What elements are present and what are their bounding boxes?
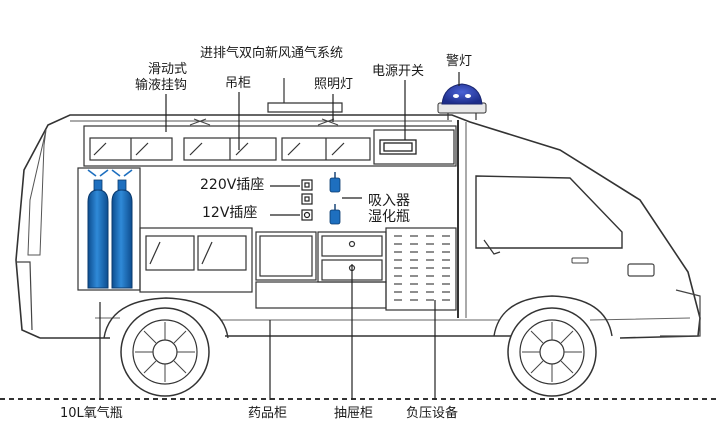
mirror [483,239,501,255]
label-humidifier: 湿化瓶 [368,209,410,225]
label-ventilation-system: 进排气双向新风通气系统 [200,46,344,61]
rear-bumper [16,261,33,331]
label-warning-light: 警灯 [446,54,473,69]
driver-window [475,175,623,249]
warning-light [437,83,487,120]
label-infusion-hook-line1: 滑动式 [148,62,188,77]
oxygen-tanks [87,169,133,289]
humidifier-bottles [329,172,341,225]
vehicle-body [15,114,701,339]
label-drawer-cabinet: 抽屉柜 [334,406,374,421]
label-inhaler: 吸入器 [368,193,410,209]
sockets [301,179,313,221]
power-switch-panel [379,139,417,155]
overhead-cabinets [83,125,457,167]
lower-left-cabinet [139,227,253,293]
vent-grilles [189,118,339,126]
rear-wheel [103,297,229,397]
medicine-cabinet [255,231,387,309]
label-oxygen-tank: 10L氧气瓶 [60,406,123,421]
rear-door [27,129,47,256]
front-bumper [660,289,701,337]
label-infusion-hook-line2: 输液挂钩 [135,78,188,93]
leader-lines [99,72,460,400]
label-negative-pressure: 负压设备 [406,406,459,421]
front-wheel [493,295,613,397]
label-power-switch: 电源开关 [372,64,425,79]
headlight [627,263,655,277]
label-220v-socket: 220V插座 [200,177,265,193]
label-medicine-cabinet: 药品柜 [248,406,288,421]
label-12v-socket: 12V插座 [202,205,258,221]
label-lighting: 照明灯 [314,77,354,92]
label-overhead-cabinet: 吊柜 [225,76,252,91]
door-handle [571,257,589,264]
negative-pressure-unit [385,227,457,311]
ventilation-unit [267,78,343,113]
negative-pressure-grille [394,235,450,301]
